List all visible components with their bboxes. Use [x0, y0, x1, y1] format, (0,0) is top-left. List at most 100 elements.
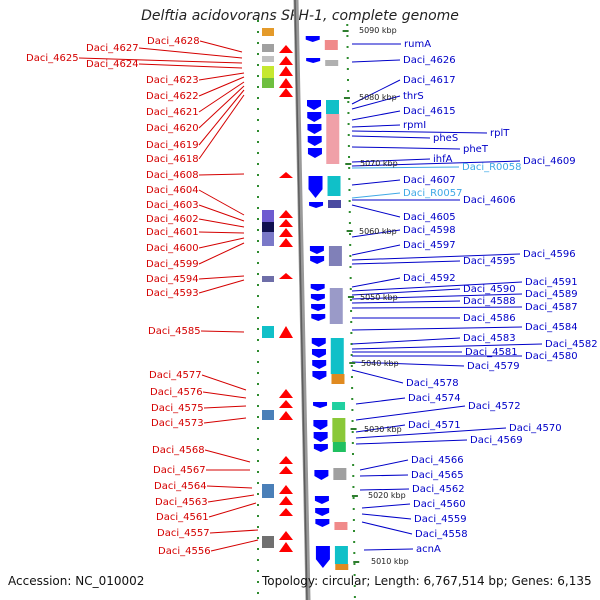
label-connector	[351, 124, 401, 128]
left-marker-dot	[257, 449, 259, 451]
left-marker-dot	[257, 526, 259, 528]
genome-stats-text: Topology: circular; Length: 6,767,514 bp…	[262, 574, 592, 588]
gene-label: Daci_4563	[155, 497, 208, 508]
right-marker-dot	[346, 35, 349, 37]
gene-label: Daci_4621	[146, 107, 199, 118]
gene-label: Daci_R0058	[462, 162, 522, 173]
right-gene-arrow	[310, 256, 325, 264]
right-gene-arrow	[315, 519, 330, 527]
left-marker-dot	[257, 537, 259, 539]
right-marker-dot	[352, 464, 355, 466]
gene-label: Daci_4557	[157, 528, 210, 539]
left-marker-dot	[257, 592, 259, 594]
label-connector	[200, 330, 245, 333]
kbp-tick-label: 5030 kbp	[364, 425, 402, 434]
label-connector	[198, 94, 245, 160]
right-marker-dot	[347, 79, 349, 81]
kbp-tick-mark	[342, 30, 349, 32]
label-connector	[138, 47, 243, 59]
gene-label: Daci_4594	[146, 274, 199, 285]
left-marker-dot	[257, 394, 259, 396]
right-marker-dot	[353, 596, 356, 598]
left-marker-dot	[257, 185, 259, 187]
label-connector	[363, 548, 414, 551]
right-marker-dot	[349, 255, 352, 257]
label-connector	[351, 204, 401, 218]
right-gene-box	[333, 468, 347, 480]
left-gene-arrow	[279, 456, 293, 464]
accession-text: Accession: NC_010002	[8, 574, 145, 588]
label-connector	[351, 79, 401, 105]
label-connector	[198, 81, 245, 113]
right-marker-dot	[350, 321, 353, 323]
gene-label: Daci_4606	[463, 195, 516, 206]
right-gene-arrow	[314, 496, 329, 504]
gene-label: Daci_4592	[403, 273, 456, 284]
label-connector	[351, 326, 523, 331]
gene-label: Daci_4583	[463, 333, 516, 344]
gene-label: rpmI	[403, 120, 426, 131]
kbp-tick-mark	[345, 163, 352, 165]
gene-label: Daci_4577	[149, 370, 202, 381]
right-gene-arrow	[306, 58, 321, 63]
left-marker-dot	[257, 218, 259, 220]
left-marker-dot	[257, 405, 259, 407]
label-connector	[78, 57, 243, 64]
left-marker-dot	[257, 328, 259, 330]
left-gene-arrow	[279, 172, 293, 178]
gene-label: Daci_4604	[146, 185, 199, 196]
left-marker-dot	[257, 548, 259, 550]
gene-label: rplT	[490, 128, 510, 139]
right-marker-dot	[348, 200, 351, 202]
gene-label: ihfA	[433, 154, 453, 165]
backbone-shadow	[294, 0, 308, 600]
right-gene-arrow	[313, 444, 328, 452]
gene-label: Daci_4585	[148, 326, 201, 337]
right-gene-arrow	[315, 508, 330, 516]
gene-label: Daci_4566	[411, 455, 464, 466]
label-connector	[351, 369, 404, 384]
right-gene-arrow	[308, 176, 323, 198]
right-marker-dot	[351, 442, 354, 444]
left-gene-arrow	[279, 326, 293, 338]
right-gene-arrow	[312, 360, 327, 369]
label-connector	[355, 397, 406, 405]
label-connector	[359, 474, 409, 477]
gene-label: Daci_4599	[146, 259, 199, 270]
gene-label: pheT	[463, 144, 489, 155]
right-gene-arrow	[307, 124, 322, 134]
kbp-tick-label: 5070 kbp	[360, 159, 398, 168]
right-gene-box	[332, 402, 346, 410]
gene-label: thrS	[403, 91, 424, 102]
left-marker-dot	[257, 53, 259, 55]
kbp-tick-mark	[353, 561, 360, 563]
right-gene-box	[326, 114, 340, 164]
label-connector	[351, 343, 543, 350]
left-marker-dot	[257, 295, 259, 297]
right-marker-dot	[348, 178, 351, 180]
left-marker-dot	[257, 207, 259, 209]
label-connector	[198, 173, 245, 176]
left-marker-dot	[257, 273, 259, 275]
gene-arrows	[279, 36, 330, 568]
label-connector	[198, 218, 245, 228]
gene-label: Daci_4558	[415, 529, 468, 540]
right-marker-dot	[352, 519, 355, 521]
gene-label: Daci_4559	[414, 514, 467, 525]
gene-color-boxes	[262, 28, 349, 570]
gene-label: Daci_4625	[26, 53, 79, 64]
label-connector	[198, 275, 245, 280]
right-gene-arrow	[313, 432, 328, 442]
gene-label: Daci_4624	[86, 59, 139, 70]
left-gene-box	[262, 56, 274, 62]
left-gene-arrow	[279, 66, 293, 76]
right-marker-dot	[347, 101, 350, 103]
left-gene-box	[262, 536, 274, 548]
right-marker-dot	[346, 46, 349, 48]
gene-label: Daci_4579	[467, 361, 520, 372]
label-connector	[198, 189, 245, 216]
label-connector	[351, 95, 401, 110]
left-marker-dot	[257, 350, 259, 352]
label-connector	[351, 192, 401, 199]
gene-label: rumA	[404, 39, 431, 50]
